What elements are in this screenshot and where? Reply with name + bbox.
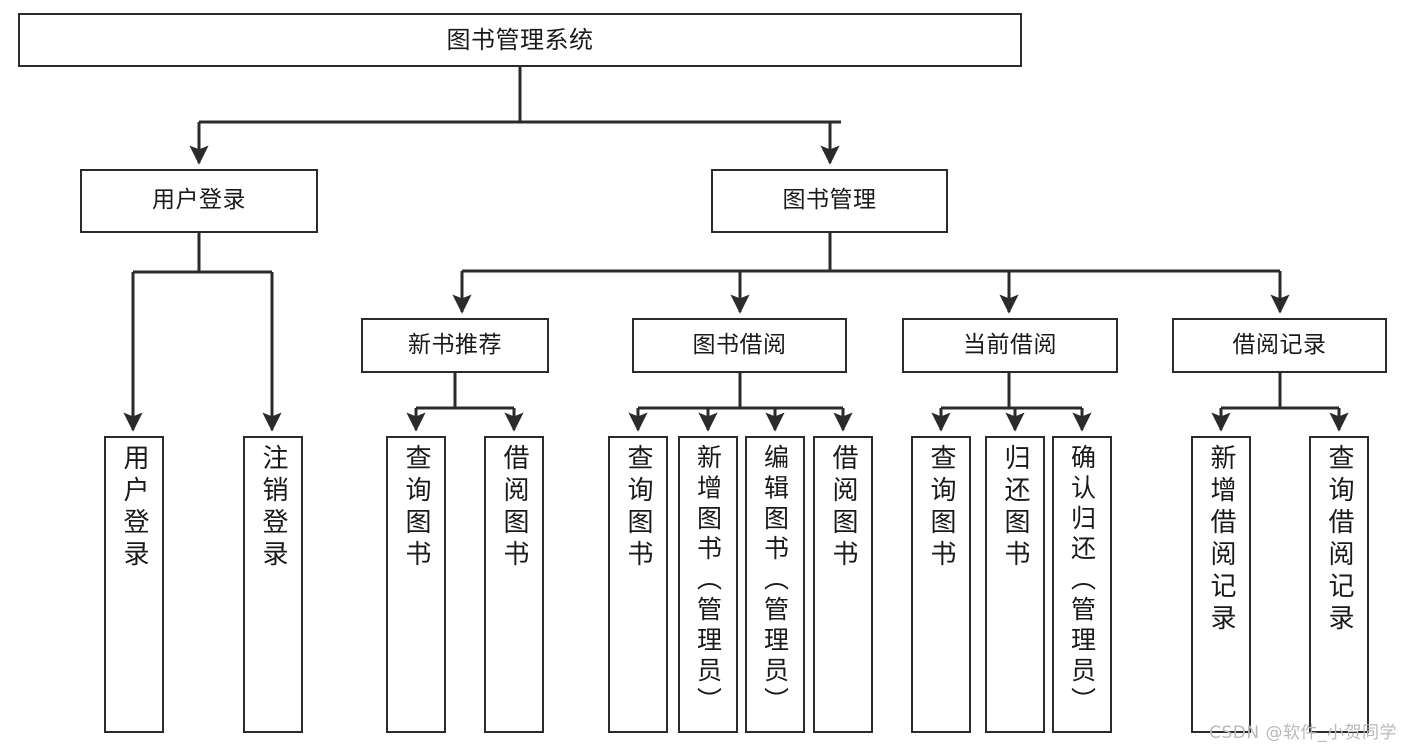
- node-book-borrow[interactable]: 图书借阅: [632, 318, 847, 373]
- node-borrow-record[interactable]: 借阅记录: [1172, 318, 1387, 373]
- node-leaf-add-record[interactable]: 新增借阅记录: [1191, 436, 1251, 733]
- node-book-manage-label: 图书管理: [782, 187, 877, 214]
- node-leaf-confirm-return-label: 确认归还（管理员）: [1067, 444, 1097, 718]
- node-leaf-logout[interactable]: 注销登录: [243, 436, 303, 733]
- node-leaf-borrow-book-2-label: 借阅图书: [828, 444, 858, 572]
- node-leaf-add-book[interactable]: 新增图书（管理员）: [678, 436, 738, 733]
- node-new-book-rec[interactable]: 新书推荐: [361, 318, 549, 373]
- node-leaf-edit-book[interactable]: 编辑图书（管理员）: [745, 436, 805, 733]
- node-leaf-query-book-2[interactable]: 查询图书: [608, 436, 668, 733]
- node-leaf-borrow-book-1-label: 借阅图书: [499, 444, 529, 572]
- node-user-login[interactable]: 用户登录: [80, 169, 318, 233]
- node-current-borrow-label: 当前借阅: [963, 331, 1057, 358]
- node-leaf-query-record-label: 查询借阅记录: [1324, 444, 1354, 636]
- node-leaf-confirm-return[interactable]: 确认归还（管理员）: [1052, 436, 1112, 733]
- node-leaf-add-book-label: 新增图书（管理员）: [693, 444, 723, 718]
- node-root[interactable]: 图书管理系统: [18, 13, 1022, 67]
- node-leaf-query-record[interactable]: 查询借阅记录: [1309, 436, 1369, 733]
- node-leaf-query-book-3-label: 查询图书: [926, 444, 956, 572]
- node-leaf-add-record-label: 新增借阅记录: [1206, 444, 1236, 636]
- node-leaf-logout-label: 注销登录: [258, 444, 288, 572]
- node-root-label: 图书管理系统: [446, 25, 594, 54]
- node-borrow-record-label: 借阅记录: [1232, 331, 1327, 358]
- node-leaf-return-book-label: 归还图书: [1000, 444, 1030, 572]
- node-leaf-query-book-3[interactable]: 查询图书: [911, 436, 971, 733]
- node-book-manage[interactable]: 图书管理: [711, 169, 948, 233]
- node-leaf-borrow-book-2[interactable]: 借阅图书: [813, 436, 873, 733]
- node-new-book-rec-label: 新书推荐: [408, 331, 502, 358]
- node-leaf-user-login-label: 用户登录: [119, 444, 149, 572]
- node-leaf-borrow-book-1[interactable]: 借阅图书: [484, 436, 544, 733]
- watermark: CSDN @软件_小贺同学: [1209, 723, 1397, 743]
- node-leaf-query-book-1[interactable]: 查询图书: [386, 436, 446, 733]
- node-leaf-query-book-1-label: 查询图书: [401, 444, 431, 572]
- node-current-borrow[interactable]: 当前借阅: [902, 318, 1118, 373]
- node-user-login-label: 用户登录: [152, 187, 246, 214]
- node-leaf-user-login[interactable]: 用户登录: [104, 436, 164, 733]
- node-leaf-edit-book-label: 编辑图书（管理员）: [760, 444, 790, 718]
- node-book-borrow-label: 图书借阅: [692, 331, 787, 358]
- node-leaf-return-book[interactable]: 归还图书: [985, 436, 1045, 733]
- node-leaf-query-book-2-label: 查询图书: [623, 444, 653, 572]
